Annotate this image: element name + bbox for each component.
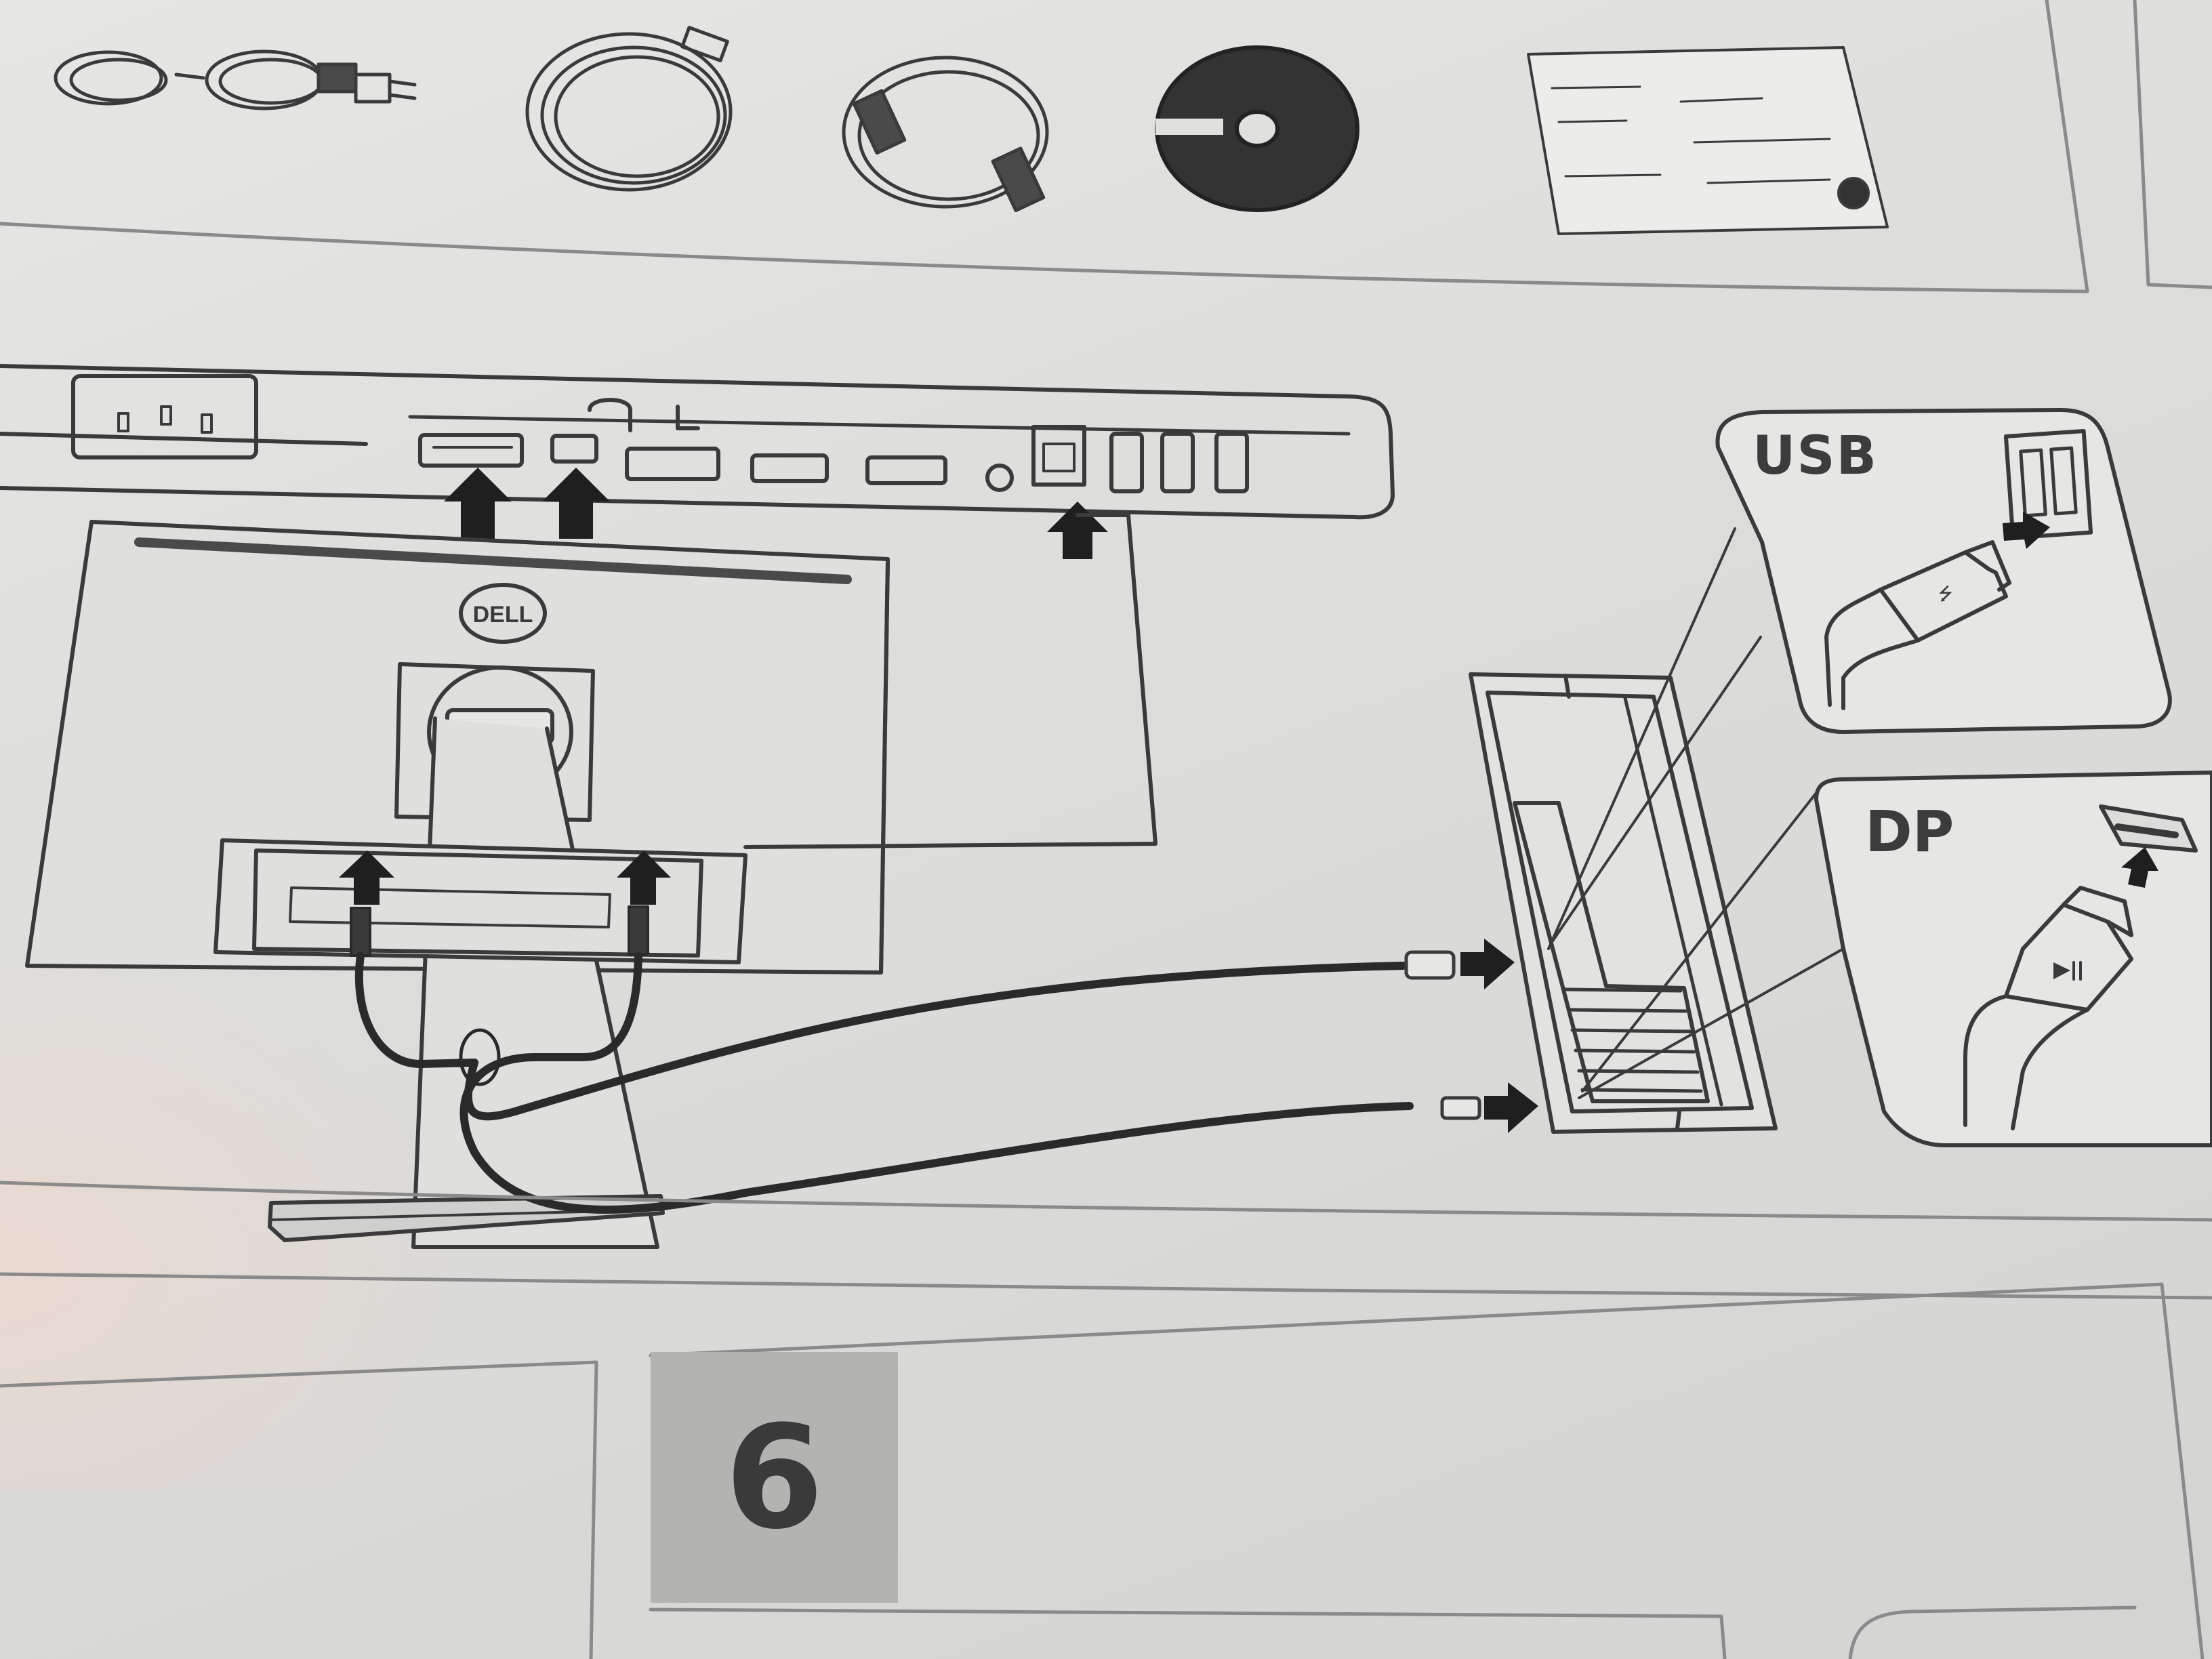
monitor-back: DELL	[25, 520, 890, 1249]
displayport-cable-icon	[842, 56, 1049, 213]
side-port-arrows	[339, 851, 671, 905]
step-number: 6	[724, 1394, 824, 1561]
arrow-up-icon	[617, 851, 671, 905]
hdmi-port-2	[865, 455, 947, 485]
usb-cable-icon	[525, 26, 733, 192]
dp-symbol-icon	[2053, 962, 2070, 979]
power-cable-icon	[54, 49, 417, 110]
dp-callout-label: DP	[1865, 798, 1954, 865]
arrow-up-icon	[2121, 847, 2158, 888]
power-inlet	[71, 374, 258, 459]
arrow-up-icon	[542, 468, 610, 539]
cables	[350, 905, 1414, 1214]
arrow-up-icon	[444, 468, 512, 539]
usb-routing-line	[743, 513, 1158, 849]
usb-downstream-port-2	[1160, 432, 1195, 493]
usb-downstream-port-1	[1109, 432, 1144, 493]
connector-panel	[0, 364, 1395, 520]
arrow-right-icon	[1484, 1082, 1538, 1133]
usb-downstream-port-3	[1214, 432, 1249, 493]
callout-lines	[1547, 527, 1845, 1099]
usb-cable-line	[354, 951, 478, 1068]
dp-callout	[1814, 771, 2212, 1147]
usb-cable-run	[464, 962, 1407, 1121]
usb-symbol-icon: ⭍	[1938, 583, 1953, 604]
pc-tower	[1469, 672, 1778, 1134]
dp-in-port	[418, 433, 524, 468]
dp-cable-line	[459, 951, 1414, 1214]
arrow-right-icon	[1460, 939, 1515, 989]
arrow-up-icon	[339, 851, 394, 905]
usb-callout: ⭍	[1715, 408, 2172, 734]
driver-disc-icon	[1155, 45, 1359, 212]
arrow-up-icon	[1047, 501, 1108, 559]
lower-panels	[0, 1181, 2212, 1659]
pc-connectors	[1404, 950, 1481, 1120]
pc-arrows	[1460, 939, 1538, 1133]
accessories-panel	[0, 0, 2212, 293]
usb-callout-label: USB	[1753, 426, 1878, 487]
dp-out-port	[625, 447, 720, 481]
arrow-right-icon	[2003, 512, 2050, 549]
hdmi-port-1	[750, 453, 829, 483]
audio-out-port	[985, 464, 1014, 492]
step-number-badge: 6	[651, 1352, 898, 1603]
usb-upstream-port	[1031, 425, 1086, 487]
port-arrows	[444, 468, 1108, 559]
quick-setup-guide-icon	[1527, 46, 1889, 235]
dell-logo-text: DELL	[473, 602, 533, 628]
mini-dp-port	[550, 434, 598, 464]
dell-logo-icon	[459, 583, 547, 644]
